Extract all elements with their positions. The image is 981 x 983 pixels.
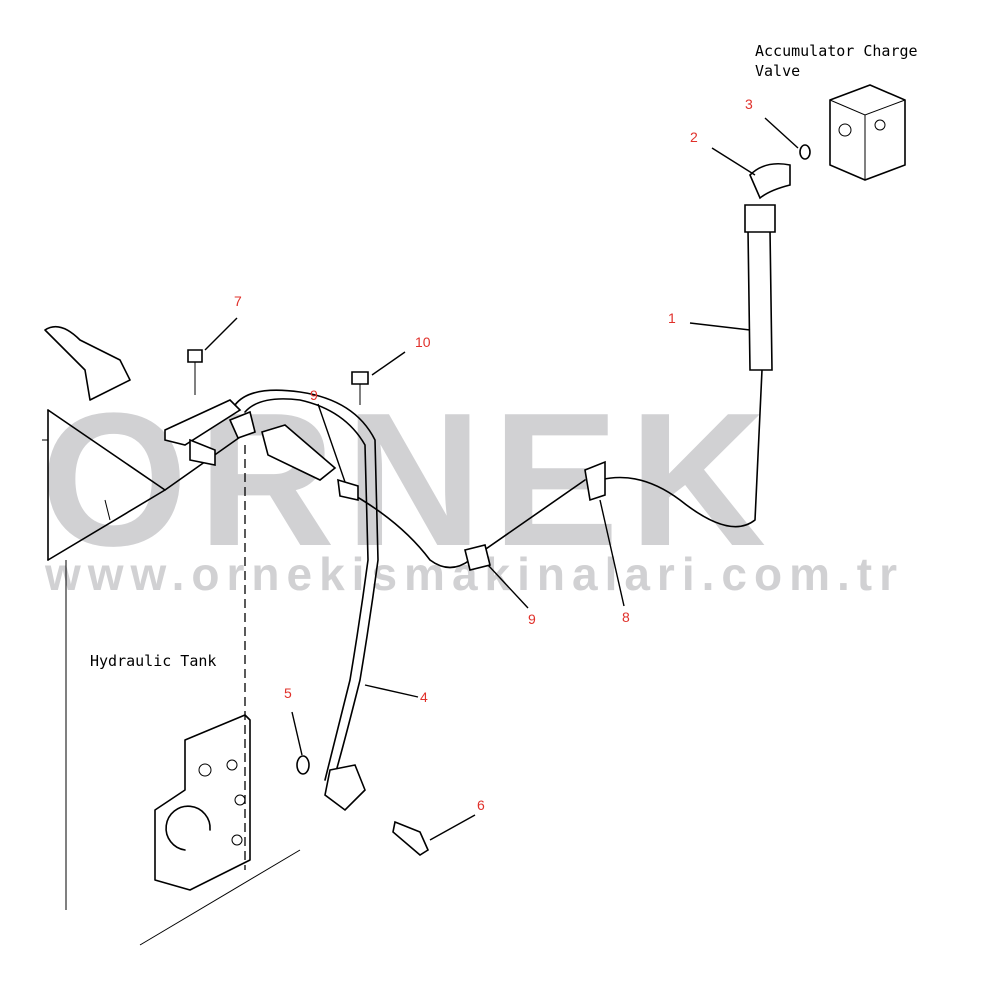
tank-fitting	[164, 349, 369, 481]
hydraulic-tank	[42, 325, 301, 946]
hydraulic-tank-label: Hydraulic Tank	[90, 652, 216, 670]
accumulator-label-line2: Valve	[755, 62, 800, 80]
callout-10: 10	[415, 334, 431, 350]
callouts: 1 2 3 4 5 6 7 8 9 9 10	[234, 96, 753, 813]
watermark: ORNEK www.ornekismakinalari.com.tr	[40, 374, 897, 600]
watermark-brand: ORNEK	[40, 374, 776, 586]
accumulator-label-line1: Accumulator Charge	[755, 42, 918, 60]
callout-9b: 9	[528, 611, 536, 627]
hose-1	[337, 144, 811, 571]
callout-4: 4	[420, 689, 428, 705]
pipe-4	[234, 389, 430, 856]
leader-lines	[204, 117, 799, 841]
accumulator-charge-valve	[829, 84, 906, 181]
callout-9a: 9	[310, 387, 318, 403]
callout-3: 3	[745, 96, 753, 112]
callout-2: 2	[690, 129, 698, 145]
callout-7: 7	[234, 293, 242, 309]
callout-8: 8	[622, 609, 630, 625]
callout-5: 5	[284, 685, 292, 701]
callout-6: 6	[477, 797, 485, 813]
callout-1: 1	[668, 310, 676, 326]
